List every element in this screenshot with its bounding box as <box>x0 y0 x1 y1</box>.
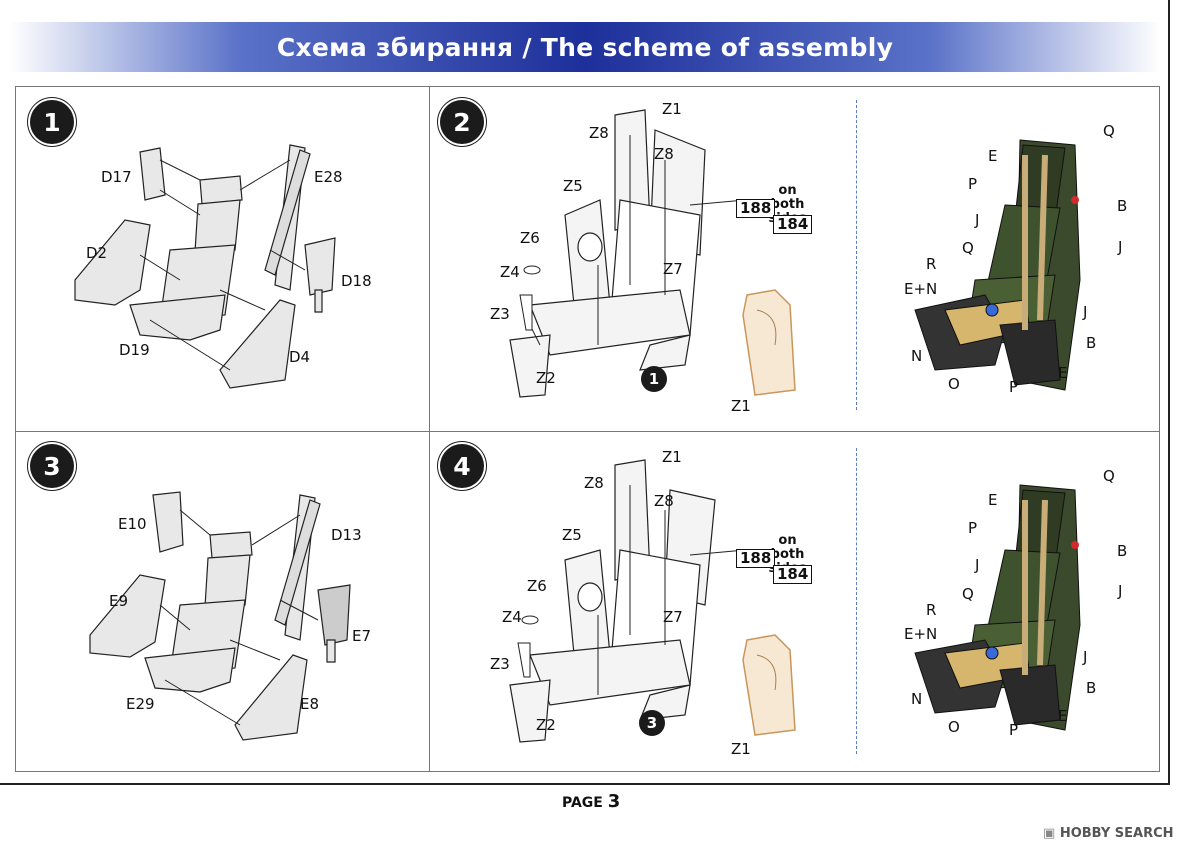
color-callout: P <box>1009 721 1019 739</box>
color-callout: Q <box>962 585 974 603</box>
sub-step-ref: 3 <box>639 710 665 736</box>
color-callout: J <box>1118 238 1123 256</box>
step-number-3: 3 <box>30 444 74 488</box>
color-callout: E <box>1058 707 1068 725</box>
watermark-logo-icon: ▣ <box>1043 826 1056 841</box>
part-label: Z1 <box>662 448 682 466</box>
color-callout: R <box>926 601 937 619</box>
color-callout: P <box>1009 378 1019 396</box>
divider-dashed-top <box>856 100 857 410</box>
part-label: Z5 <box>563 177 583 195</box>
color-callout: B <box>1086 679 1097 697</box>
part-label: E29 <box>126 695 155 713</box>
color-callout: E+N <box>904 625 938 643</box>
part-label: Z8 <box>654 492 674 510</box>
step-4-pe-part <box>742 634 796 736</box>
pe-ref-box: 184 <box>773 565 813 584</box>
color-callout: J <box>1083 303 1088 321</box>
part-label: Z2 <box>536 369 556 387</box>
page-label: PAGE <box>562 795 603 811</box>
part-label: Z8 <box>589 124 609 142</box>
step-3-seat-drawing <box>89 491 351 741</box>
header-band: Схема збирання / The scheme of assembly <box>10 22 1160 72</box>
step-4-panel <box>429 431 1160 772</box>
pe-ref-box: 188 <box>736 199 776 218</box>
color-callout: J <box>975 211 980 229</box>
part-label: D18 <box>341 272 372 290</box>
part-label: Z6 <box>527 577 547 595</box>
color-callout: Q <box>962 239 974 257</box>
page-title: Схема збирання / The scheme of assembly <box>276 32 894 62</box>
color-callout: E <box>1058 364 1068 382</box>
part-label: Z8 <box>654 145 674 163</box>
part-label: E9 <box>109 592 129 610</box>
part-label: E10 <box>118 515 147 533</box>
color-callout: Q <box>1103 122 1115 140</box>
color-callout: E <box>988 491 998 509</box>
part-label: Z1 <box>731 740 751 758</box>
page-number: PAGE 3 <box>562 791 620 812</box>
color-callout: P <box>968 519 978 537</box>
color-callout: R <box>926 255 937 273</box>
part-label: D17 <box>101 168 132 186</box>
part-label: Z1 <box>731 397 751 415</box>
part-label: Z4 <box>500 263 520 281</box>
part-label: D19 <box>119 341 150 359</box>
color-callout: J <box>1083 648 1088 666</box>
part-label: Z7 <box>663 260 683 278</box>
color-callout: B <box>1086 334 1097 352</box>
step-4-painted-seat <box>914 484 1081 731</box>
color-callout: B <box>1117 197 1128 215</box>
watermark: ▣ HOBBY SEARCH <box>1043 826 1174 841</box>
color-callout: B <box>1117 542 1128 560</box>
step-1-seat-drawing <box>74 144 336 389</box>
part-label: D2 <box>86 244 108 262</box>
part-label: Z3 <box>490 305 510 323</box>
part-label: Z1 <box>662 100 682 118</box>
part-label: Z3 <box>490 655 510 673</box>
step-number-4: 4 <box>440 444 484 488</box>
part-label: E8 <box>300 695 320 713</box>
color-callout: Q <box>1103 467 1115 485</box>
watermark-text: HOBBY SEARCH <box>1059 826 1174 841</box>
color-callout: O <box>948 375 960 393</box>
page-number-value: 3 <box>607 791 621 812</box>
color-callout: P <box>968 175 978 193</box>
sub-step-ref: 1 <box>641 366 667 392</box>
step-number-2: 2 <box>440 100 484 144</box>
step-2-painted-seat <box>914 139 1081 391</box>
part-label: E28 <box>314 168 343 186</box>
color-callout: N <box>911 347 923 365</box>
color-callout: J <box>975 556 980 574</box>
color-callout: O <box>948 718 960 736</box>
part-label: Z4 <box>502 608 522 626</box>
pe-ref-box: 184 <box>773 215 813 234</box>
part-label: Z7 <box>663 608 683 626</box>
part-label: D13 <box>331 526 362 544</box>
divider-dashed-bottom <box>856 448 857 754</box>
step-2-pe-part <box>742 289 796 396</box>
color-callout: J <box>1118 582 1123 600</box>
step-4-seat-drawing <box>509 459 746 743</box>
part-label: Z2 <box>536 716 556 734</box>
step-2-seat-drawing <box>509 109 746 398</box>
part-label: Z8 <box>584 474 604 492</box>
pe-ref-box: 188 <box>736 549 776 568</box>
part-label: Z6 <box>520 229 540 247</box>
page-frame <box>0 0 1170 785</box>
part-label: E7 <box>352 627 372 645</box>
color-callout: E+N <box>904 280 938 298</box>
step-number-1: 1 <box>30 100 74 144</box>
part-label: D4 <box>289 348 311 366</box>
color-callout: N <box>911 690 923 708</box>
color-callout: E <box>988 147 998 165</box>
part-label: Z5 <box>562 526 582 544</box>
